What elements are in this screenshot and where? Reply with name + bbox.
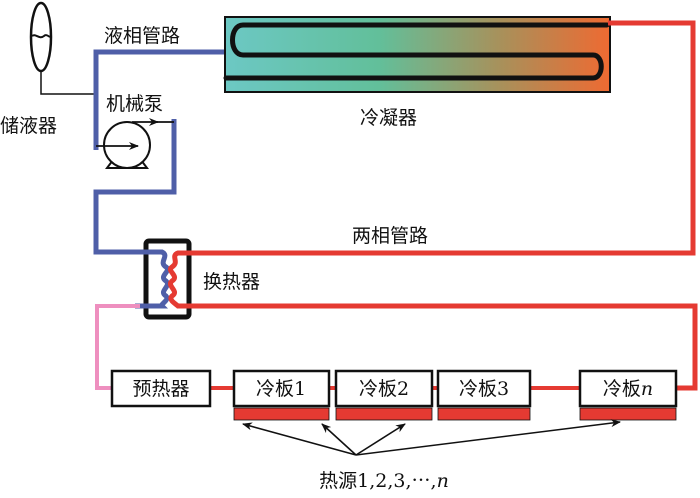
heat-source-arrows [242,419,621,456]
cold-plate-label: 冷板2 [359,378,409,400]
liquid-pipe-pump-outlet [93,119,177,255]
cold-plate-box [578,369,678,408]
cold-plate-index: n [641,378,653,400]
cold-plate-prefix: 冷板 [256,378,294,400]
reservoir-label: 储液器 [0,115,57,137]
cold-plate-prefix: 冷板 [603,378,641,400]
cold-plate-index: 2 [397,378,409,400]
pump-label: 机械泵 [106,93,163,115]
heat-source-bar [579,407,677,421]
two-phase-line-label: 两相管路 [352,225,428,247]
two-phase-pipe-from-cold-plates [182,303,698,391]
liquid-line [93,49,225,255]
condenser-serpentine-tube [223,22,610,81]
heat-exchanger-label: 换热器 [203,271,260,293]
cold-plate-prefix: 冷板 [359,378,397,400]
heat-exchanger-hot-coil [168,250,195,309]
cold-plate-prefix: 冷板 [459,378,497,400]
mechanical-pump [96,118,174,169]
cold-plate-box [334,369,434,408]
heat-exchanger [135,238,195,320]
heat-source-bar [437,407,531,421]
arrow-to-heat-source-2 [321,423,357,456]
cold-plate-3: 冷板3 [436,369,532,421]
cold-plate-label: 冷板3 [459,378,509,400]
preheater-box [110,369,212,408]
cold-plate-2: 冷板2 [334,369,434,421]
cold-plate-label: 冷板1 [256,378,306,400]
two-phase-line [182,20,698,391]
heat-exchanger-cold-coil [135,249,170,309]
heat-source-bar [335,407,433,421]
arrow-to-heat-source-n [355,419,621,456]
reservoir-liquid-level [31,34,51,39]
condenser-label: 冷凝器 [360,107,417,129]
heat-sources-n: n [437,470,449,492]
heat-sources-label: 热源1,2,3,⋯,n [319,470,449,492]
cold-plates: 冷板1 冷板2 冷板3 冷板n [232,369,678,421]
cold-plate-n: 冷板n [578,369,678,421]
condenser [223,16,611,93]
reservoir-connection-line [40,71,96,95]
cold-plate-label: 冷板n [603,378,653,400]
preheat-pipe [95,304,140,390]
cold-plate-box [436,369,532,408]
pump-body [103,121,151,169]
arrow-to-heat-source-3 [355,423,406,456]
liquid-line-label: 液相管路 [104,25,180,47]
cold-plate-box [232,369,331,408]
preheater-label: 预热器 [132,378,189,400]
preheater: 预热器 [110,369,212,408]
cold-plate-index: 1 [294,378,306,400]
cold-plate-1: 冷板1 [232,369,331,421]
arrow-to-heat-source-1 [242,422,357,456]
reservoir [29,1,96,95]
liquid-pipe-to-condenser [93,49,225,150]
cold-plate-index: 3 [497,378,509,400]
two-phase-pipe-to-condenser [182,20,696,256]
heat-sources-text: 热源1,2,3,⋯, [319,470,436,492]
heat-source-bar [233,407,330,421]
